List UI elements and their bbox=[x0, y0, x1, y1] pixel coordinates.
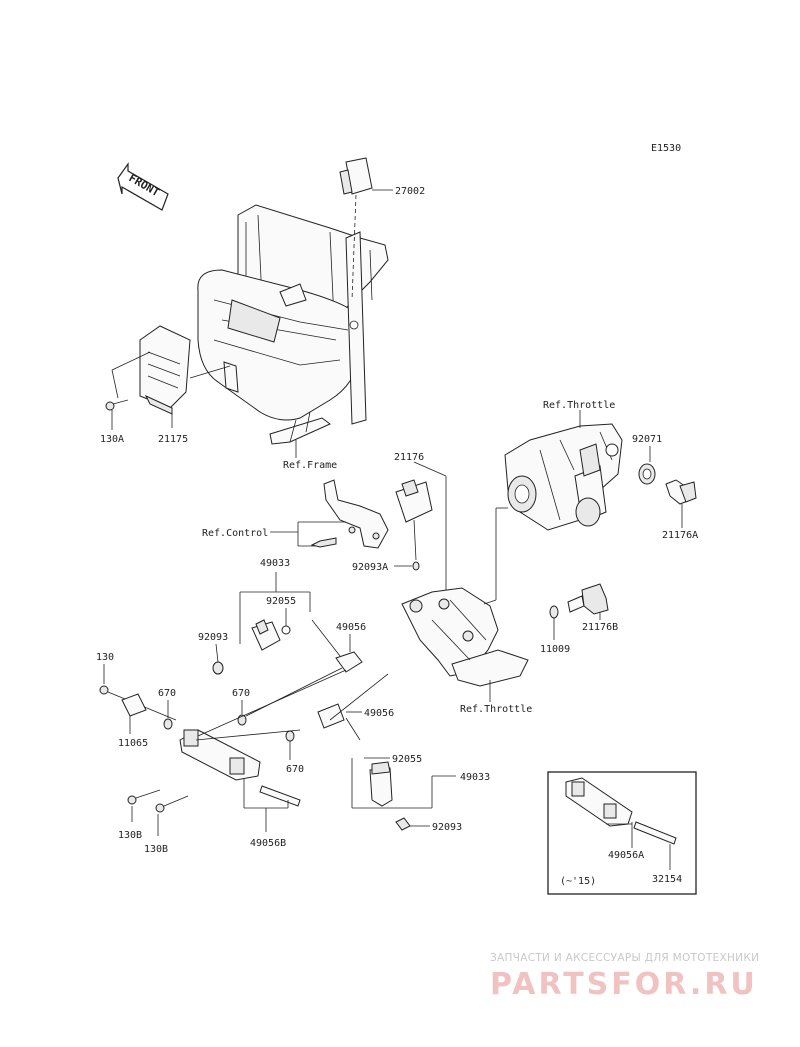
part-49056-fitting-top bbox=[245, 651, 363, 717]
part-92093-seal-top bbox=[212, 661, 224, 675]
label-130B-1: 130B bbox=[118, 830, 142, 841]
frame-assembly bbox=[197, 204, 389, 445]
label-92071: 92071 bbox=[632, 434, 662, 445]
watermark-brand: PARTSFOR.RU bbox=[490, 967, 758, 1002]
label-inset-49056A: 49056A bbox=[608, 850, 644, 861]
part-92071-o-ring bbox=[638, 446, 656, 485]
bolt-130B-1 bbox=[127, 789, 161, 822]
label-130A: 130A bbox=[100, 434, 124, 445]
bolt-130A bbox=[105, 399, 129, 430]
part-21176B-sensor bbox=[567, 583, 609, 620]
label-49056-mid: 49056 bbox=[364, 708, 394, 719]
bolt-130 bbox=[99, 685, 109, 695]
label-ref-throttle-top: Ref.Throttle bbox=[543, 400, 615, 411]
label-21176A: 21176A bbox=[662, 530, 698, 541]
injector-bottom bbox=[369, 761, 393, 807]
injector-top bbox=[251, 619, 291, 651]
label-92093A: 92093A bbox=[352, 562, 388, 573]
label-21176: 21176 bbox=[394, 452, 424, 463]
o-ring-670-left bbox=[163, 718, 173, 730]
label-49033-top: 49033 bbox=[260, 558, 290, 569]
label-130: 130 bbox=[96, 652, 114, 663]
label-130B-2: 130B bbox=[144, 844, 168, 855]
part-21176-sensor bbox=[395, 479, 433, 571]
o-ring-670-bottom bbox=[285, 730, 295, 742]
part-49056-fitting-mid bbox=[195, 673, 389, 741]
label-ref-frame: Ref.Frame bbox=[283, 460, 337, 471]
label-49033-bottom: 49033 bbox=[460, 772, 490, 783]
part-92093-seal-bottom bbox=[395, 817, 430, 831]
bracket-control bbox=[310, 479, 389, 549]
label-27002: 27002 bbox=[395, 186, 425, 197]
front-arrow-icon: FRONT bbox=[117, 162, 169, 211]
label-49056-top: 49056 bbox=[336, 622, 366, 633]
watermark-tagline: ЗАПЧАСТИ И АКСЕССУАРЫ ДЛЯ МОТОТЕХНИКИ bbox=[490, 952, 759, 964]
label-11065: 11065 bbox=[118, 738, 148, 749]
label-670-mid: 670 bbox=[232, 688, 250, 699]
label-92055-top: 92055 bbox=[266, 596, 296, 607]
part-11065-damper bbox=[121, 693, 147, 734]
label-92093-top: 92093 bbox=[198, 632, 228, 643]
part-11009-o-ring bbox=[549, 605, 559, 640]
label-ref-control: Ref.Control bbox=[202, 528, 268, 539]
label-670-left: 670 bbox=[158, 688, 176, 699]
fuel-rail bbox=[179, 669, 347, 807]
throttle-body bbox=[504, 423, 623, 531]
label-92055-bottom: 92055 bbox=[392, 754, 422, 765]
label-49056B: 49056B bbox=[250, 838, 286, 849]
label-11009: 11009 bbox=[540, 644, 570, 655]
throttle-intake-part bbox=[401, 587, 529, 687]
label-inset-32154: 32154 bbox=[652, 874, 682, 885]
label-ref-throttle-bottom: Ref.Throttle bbox=[460, 704, 532, 715]
label-670-bottom: 670 bbox=[286, 764, 304, 775]
label-21175: 21175 bbox=[158, 434, 188, 445]
bolt-130B-2 bbox=[155, 795, 189, 836]
part-21176A-sensor bbox=[665, 479, 697, 528]
part-21175-ecu bbox=[111, 325, 231, 415]
diagram-code: E1530 bbox=[651, 143, 681, 154]
inset-note: (~'15) bbox=[560, 876, 596, 887]
inset-box bbox=[547, 771, 697, 895]
label-21176B: 21176B bbox=[582, 622, 618, 633]
part-27002-connector bbox=[339, 157, 393, 301]
label-92093-bottom: 92093 bbox=[432, 822, 462, 833]
